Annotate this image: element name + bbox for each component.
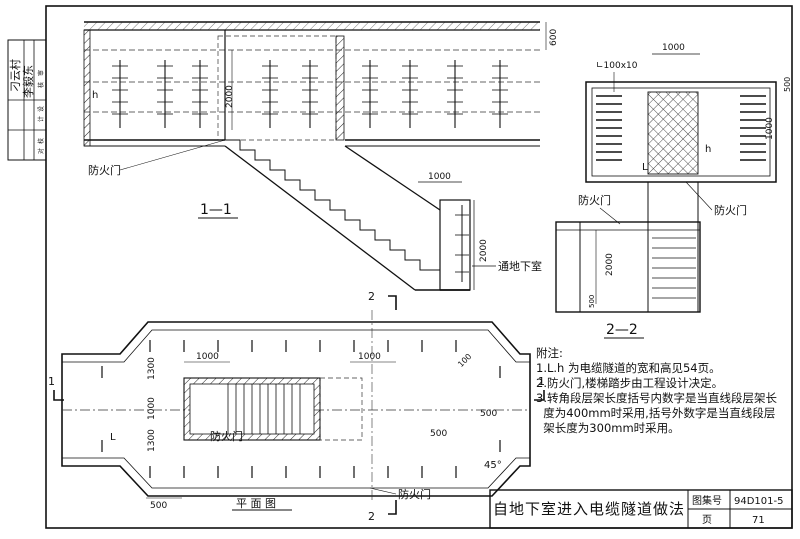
note-line-3c: 架长度为300mm时采用。: [536, 421, 680, 435]
dim-1000-plan-left: 1000: [196, 352, 219, 362]
note-line-1: 1.L.h 为电缆隧道的宽和高见54页。: [536, 361, 721, 375]
dim-h-top: h: [705, 144, 711, 155]
dim-50-2-2: 500: [588, 295, 596, 308]
fire-door-label-plan-bottom: 防火门: [398, 487, 431, 501]
atlas-label: 图集号: [692, 494, 722, 507]
notes-heading: 附注:: [536, 346, 563, 360]
sidebar-label-5: 校: [37, 138, 45, 144]
sidebar-signature-1: 刁云村: [8, 59, 22, 92]
drawing-title: 自地下室进入电缆隧道做法: [492, 499, 685, 518]
dim-1000-plan-right: 1000: [358, 352, 381, 362]
fire-door-label-plan: 防火门: [210, 429, 243, 443]
dim-L-plan: L: [110, 432, 116, 443]
fire-door-label-top: 防火门: [714, 203, 747, 217]
dim-1000-landing: 1000: [428, 172, 451, 182]
dim-500-plan-bottom: 500: [150, 501, 167, 511]
marker-2-bottom: 2: [368, 510, 375, 523]
to-basement-label: 通地下室: [498, 259, 542, 273]
sidebar-strip: 刁云村 李毅东 审 核 设 计 校 对: [7, 39, 47, 161]
dim-1000-plan-mid: 1000: [147, 397, 157, 420]
sidebar-label-3: 设: [37, 106, 45, 112]
section-1-1: 1000 2000 2000 h 600 防火门 1—1 通地下室: [83, 21, 559, 291]
sidebar-label-4: 计: [37, 116, 45, 122]
notes-block: 附注: 1.L.h 为电缆隧道的宽和高见54页。 2.防火门,楼梯踏步由工程设计…: [536, 346, 786, 436]
section-title-2-2: 2—2: [606, 322, 638, 338]
sidebar-label-1: 审: [37, 70, 45, 76]
fire-door-label-2-2: 防火门: [578, 193, 611, 207]
dim-500-plan-lower: 500: [430, 429, 447, 439]
marker-1-left: 1: [48, 375, 55, 388]
page-number: 71: [752, 515, 765, 526]
plan-view: 1000 1000 1300 1000 1300 L 500 500 500 1…: [48, 290, 545, 523]
dim-1300-plan-top: 1300: [147, 357, 157, 380]
dim-1000-right: 1000: [765, 117, 775, 140]
title-block: 图集号 94D101-5 页 71: [489, 489, 793, 529]
fire-door-label-section: 防火门: [88, 163, 121, 177]
note-line-3a: 3.转角段层架长度括号内数字是当直线段层架长: [536, 391, 777, 405]
note-line-3b: 度为400mm时采用,括号外数字是当直线段层: [536, 406, 776, 420]
plan-title: 平 面 图: [236, 497, 276, 510]
page-label: 页: [702, 514, 712, 526]
dim-L-top: L: [642, 162, 648, 173]
section-title-1-1: 1—1: [200, 202, 232, 218]
dim-h-section: h: [92, 90, 98, 101]
sidebar-label-6: 对: [37, 148, 45, 154]
dim-500-right: 500: [783, 77, 792, 92]
sheet-border: [45, 5, 793, 529]
dim-500-plan-right: 500: [480, 409, 497, 419]
dim-600-top: 600: [549, 29, 559, 46]
dim-100-500: 100: [456, 352, 473, 369]
atlas-number: 94D101-5: [734, 496, 783, 507]
dim-1300-plan-bottom: 1300: [147, 429, 157, 452]
marker-2-top: 2: [368, 290, 375, 303]
dim-2000-landing: 2000: [479, 239, 489, 262]
sidebar-label-2: 核: [37, 82, 45, 88]
sidebar-signature-2: 李毅东: [21, 65, 35, 98]
dim-2000-section: 2000: [225, 85, 235, 108]
dim-1000-top: 1000: [662, 43, 685, 53]
note-line-2: 2.防火门,楼梯踏步由工程设计决定。: [536, 376, 724, 390]
section-2-2-top: 1000 ∟100x10 500 1000 h L 防火门 防火门 2000 5…: [555, 43, 792, 339]
marker-1-right: 1: [538, 375, 545, 388]
dim-2000-2-2: 2000: [605, 253, 615, 276]
angle-steel-label: ∟100x10: [596, 61, 638, 71]
angle-45: 45°: [484, 460, 502, 471]
